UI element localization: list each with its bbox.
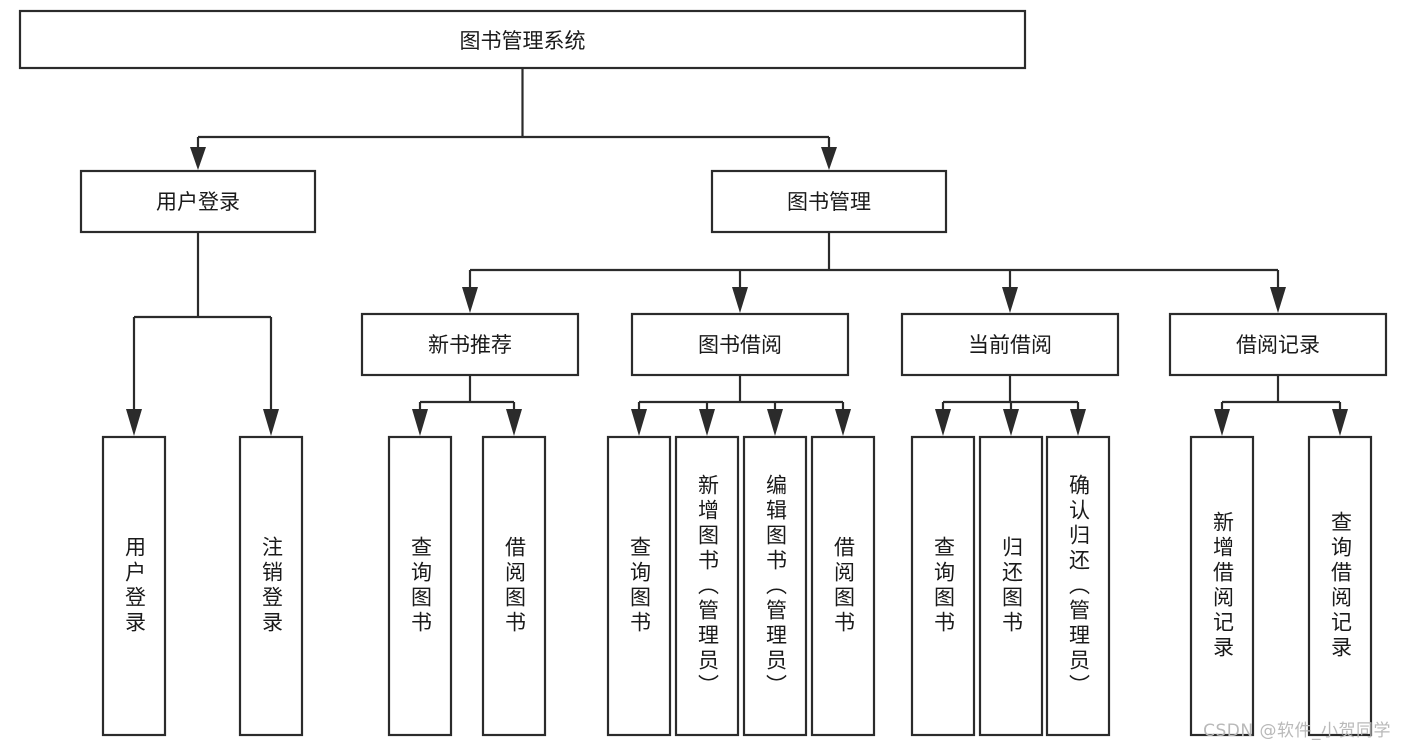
arrow-leaf-new-book-1: [412, 409, 428, 436]
leaf-box-book-borrow-3[interactable]: [742, 435, 808, 737]
watermark-text: CSDN @软件_小贺同学: [1203, 721, 1391, 741]
node-book-management-box: [710, 169, 948, 234]
leaf-box-book-borrow-1[interactable]: [606, 435, 672, 737]
leaf-box-book-borrow-2[interactable]: [674, 435, 740, 737]
node-root[interactable]: 图书管理系统: [18, 9, 1027, 70]
arrow-leaf-borrow-record-1: [1214, 409, 1230, 436]
node-new-book-recommend-label: 新书推荐: [428, 333, 512, 357]
leaf-box-current-borrow-1[interactable]: [910, 435, 976, 737]
node-borrow-record[interactable]: 借阅记录: [1168, 312, 1388, 377]
node-root-box: [18, 9, 1027, 70]
arrow-leaf-current-borrow-2: [1003, 409, 1019, 436]
arrow-leaf-book-borrow-1: [631, 409, 647, 436]
leaf-box-new-book-2[interactable]: [481, 435, 547, 737]
arrow-new-book-recommend: [462, 287, 478, 313]
leaf-box-book-borrow-4[interactable]: [810, 435, 876, 737]
node-current-borrow-label: 当前借阅: [968, 333, 1052, 357]
node-borrow-record-label: 借阅记录: [1236, 333, 1320, 357]
node-user-login[interactable]: 用户登录: [79, 169, 317, 234]
leaf-box-borrow-record-2[interactable]: [1307, 435, 1373, 737]
node-current-borrow[interactable]: 当前借阅: [900, 312, 1120, 377]
arrow-leaf-current-borrow-3: [1070, 409, 1086, 436]
leaf-box-borrow-record-1[interactable]: [1189, 435, 1255, 737]
node-book-borrow[interactable]: 图书借阅: [630, 312, 850, 377]
leaf-box-current-borrow-3[interactable]: [1045, 435, 1111, 737]
node-new-book-recommend[interactable]: 新书推荐: [360, 312, 580, 377]
node-root-label: 图书管理系统: [460, 29, 586, 53]
arrow-leaf-book-borrow-2: [699, 409, 715, 436]
arrow-borrow-record: [1270, 287, 1286, 313]
arrow-leaf-book-borrow-4: [835, 409, 851, 436]
arrow-leaf-new-book-2: [506, 409, 522, 436]
arrow-leaf-current-borrow-1: [935, 409, 951, 436]
node-book-borrow-label: 图书借阅: [698, 333, 782, 357]
arrow-leaf-user-login-1: [126, 409, 142, 436]
arrow-user-login: [190, 147, 206, 170]
arrow-leaf-user-login-2: [263, 409, 279, 436]
arrow-leaf-borrow-record-2: [1332, 409, 1348, 436]
leaf-box-user-login-1[interactable]: [101, 435, 167, 737]
arrow-book-mgmt: [821, 147, 837, 170]
node-user-login-label: 用户登录: [156, 190, 240, 214]
arrow-leaf-book-borrow-3: [767, 409, 783, 436]
arrow-current-borrow: [1002, 287, 1018, 313]
leaf-box-new-book-1[interactable]: [387, 435, 453, 737]
leaf-box-user-login-2[interactable]: [238, 435, 304, 737]
node-book-management-label: 图书管理: [787, 190, 871, 214]
leaf-box-current-borrow-2[interactable]: [978, 435, 1044, 737]
node-borrow-record-box: [1168, 312, 1388, 377]
arrow-book-borrow: [732, 287, 748, 313]
node-new-book-recommend-box: [360, 312, 580, 377]
node-current-borrow-box: [900, 312, 1120, 377]
node-book-management[interactable]: 图书管理: [710, 169, 948, 234]
node-book-borrow-box: [630, 312, 850, 377]
